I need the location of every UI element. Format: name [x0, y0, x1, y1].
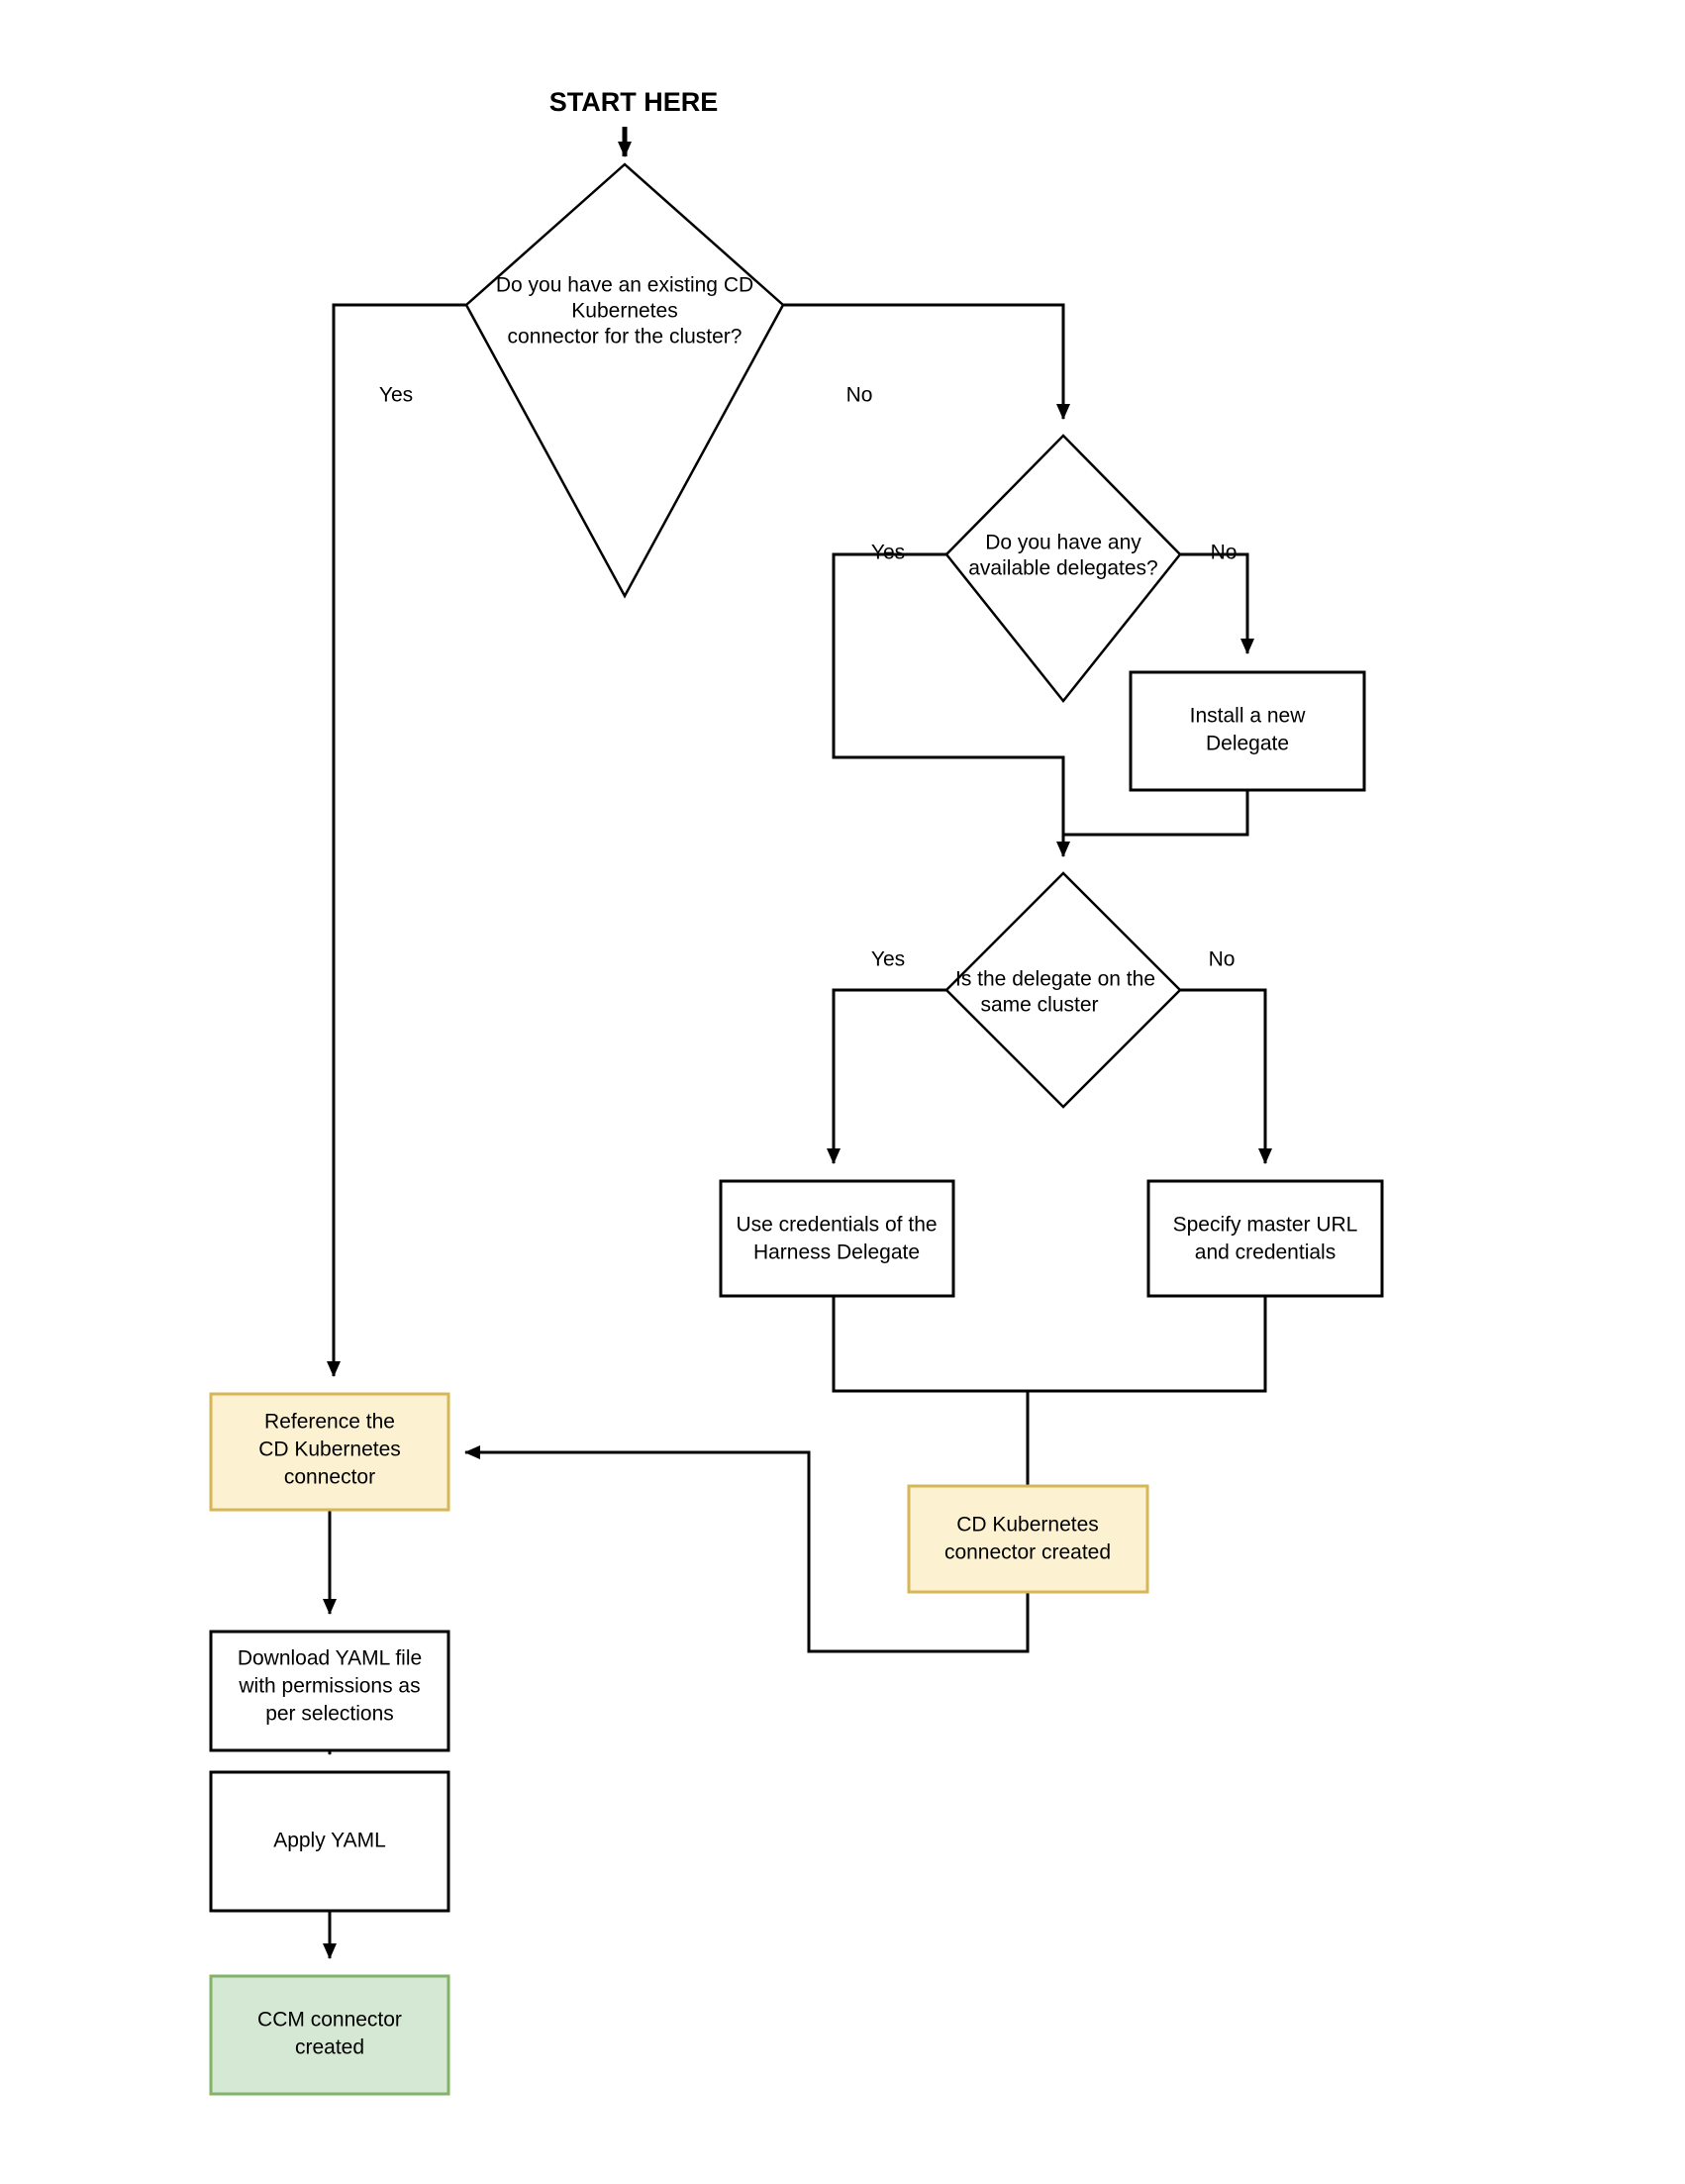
- use-credentials-line1: Use credentials of the: [736, 1214, 937, 1237]
- download-yaml-line1: Download YAML file: [238, 1647, 422, 1670]
- decision1-line3: connector for the cluster?: [508, 326, 743, 348]
- reference-connector-line1: Reference the: [264, 1411, 395, 1434]
- edge-decision1-yes-to-reference: [327, 303, 466, 1377]
- edge-label-decision1-no: No: [846, 384, 873, 407]
- specify-master-url-line2: and credentials: [1195, 1241, 1336, 1264]
- reference-connector-line2: CD Kubernetes: [258, 1439, 401, 1461]
- connector-created-line2: connector created: [944, 1541, 1111, 1564]
- edge-label-decision2-yes: Yes: [871, 542, 905, 564]
- decision-existing-cd-connector[interactable]: [464, 162, 785, 599]
- ccm-created-line1: CCM connector: [257, 2009, 402, 2032]
- decision2-line1: Do you have any: [985, 532, 1141, 554]
- edge-specify-master-url-to-merge: [1028, 1295, 1267, 1393]
- specify-master-url-line1: Specify master URL: [1173, 1214, 1358, 1237]
- decision3-line2: same cluster: [980, 994, 1098, 1017]
- process-use-harness-delegate-credentials[interactable]: [719, 1179, 955, 1298]
- edge-decision1-no-to-decision2: [783, 303, 1070, 420]
- connector-created-line1: CD Kubernetes: [956, 1514, 1099, 1537]
- process-install-new-delegate[interactable]: [1129, 670, 1366, 792]
- download-yaml-line2: with permissions as: [238, 1675, 420, 1698]
- edge-decision2-yes-to-decision3: [832, 552, 1070, 857]
- decision2-line2: available delegates?: [968, 557, 1157, 580]
- ccm-created-line2: created: [295, 2036, 364, 2059]
- process-download-yaml[interactable]: [209, 1630, 450, 1752]
- process-specify-master-url[interactable]: [1146, 1179, 1384, 1298]
- decision1-line1: Do you have an existing CD: [496, 274, 753, 297]
- edge-use-credentials-to-merge: [832, 1295, 1028, 1393]
- reference-connector-line3: connector: [284, 1466, 375, 1489]
- use-credentials-line2: Harness Delegate: [753, 1241, 920, 1264]
- edge-decision3-no-to-specify-master-url: [1180, 988, 1272, 1164]
- edge-connector-created-to-reference: [464, 1445, 1030, 1653]
- install-delegate-line2: Delegate: [1206, 733, 1289, 755]
- process-apply-yaml[interactable]: [209, 1770, 450, 1913]
- apply-yaml-label: Apply YAML: [273, 1830, 386, 1852]
- edge-label-decision2-no: No: [1211, 542, 1238, 564]
- decision-available-delegates[interactable]: [944, 434, 1182, 704]
- edge-install-delegate-to-decision3: [1063, 790, 1249, 837]
- install-delegate-line1: Install a new: [1190, 705, 1307, 728]
- status-cd-connector-created[interactable]: [907, 1484, 1149, 1594]
- decision-delegate-same-cluster[interactable]: [944, 871, 1182, 1109]
- status-ccm-connector-created[interactable]: [209, 1974, 450, 2096]
- process-reference-cd-connector[interactable]: [209, 1392, 450, 1512]
- start-here-label: START HERE: [549, 87, 719, 117]
- edge-label-decision1-yes: Yes: [379, 384, 413, 407]
- edge-decision2-no-to-install-delegate: [1180, 552, 1254, 654]
- edge-label-decision3-yes: Yes: [871, 948, 905, 971]
- decision1-line2: Kubernetes: [571, 300, 677, 323]
- edge-decision3-yes-to-use-credentials: [827, 988, 946, 1164]
- edge-label-decision3-no: No: [1209, 948, 1236, 971]
- download-yaml-line3: per selections: [265, 1703, 394, 1726]
- decision3-line1: Is the delegate on the: [955, 968, 1155, 991]
